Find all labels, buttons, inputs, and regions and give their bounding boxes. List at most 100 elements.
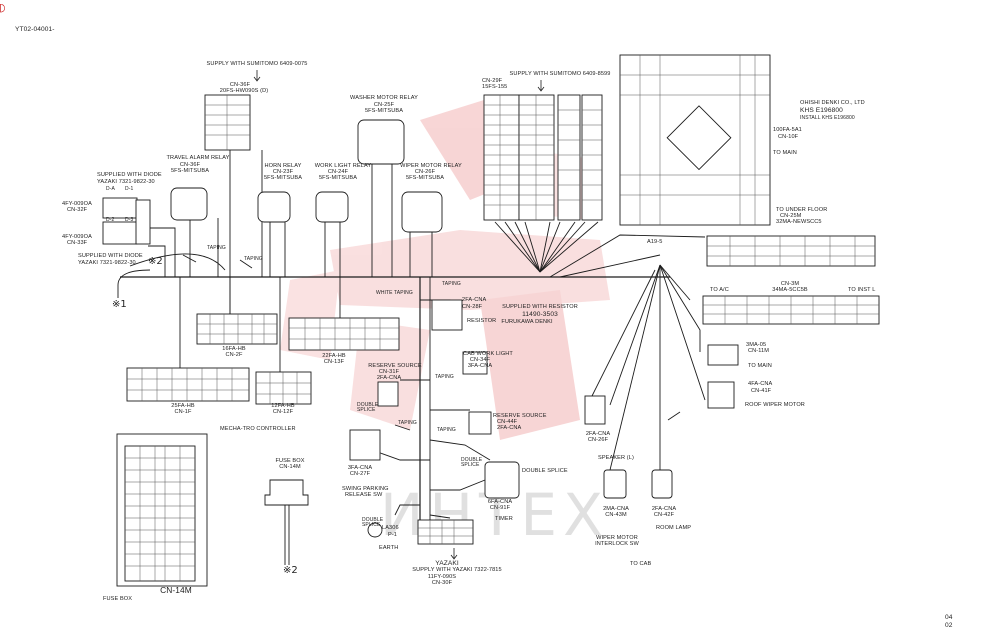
install-label: INSTALL KHS E196800 <box>800 115 855 121</box>
reference-mark-2b: ※2 <box>283 565 298 576</box>
double-splice-1: DOUBLE SPLICE <box>357 402 379 413</box>
p1-label: P-1 <box>388 532 398 538</box>
cn25m-label: CN-25M <box>780 213 802 219</box>
roof-wiper-label: ROOF WIPER MOTOR <box>745 402 805 408</box>
document-code: YT02-04001- <box>15 26 55 33</box>
diode-d-2: D-2 <box>106 217 115 223</box>
speaker-label: SPEAKER (L) <box>598 455 634 461</box>
resistor-label: RESISTOR <box>467 318 497 324</box>
cn11m-type: 3MA-05 <box>746 342 767 348</box>
cn3m-label: CN-3M <box>780 281 800 287</box>
ohishi-label: OHISHI DENKI CO., LTD <box>800 100 865 106</box>
cn25f-type: 5FS-MITSUBA <box>364 108 404 114</box>
cn14m-small-label: CN-14M <box>279 464 301 470</box>
cn13f-type: 22FA-HB <box>322 353 346 359</box>
cn14m-big-label: CN-14M <box>160 585 192 595</box>
reserve-source-1: RESERVE SOURCE <box>368 363 422 369</box>
cn34f-type: 3FA-CNA <box>467 363 493 369</box>
cn30f-type: 11FY-090S <box>427 574 457 580</box>
double-splice-4: DOUBLE SPLICE <box>362 517 384 528</box>
reserve-source-2: RESERVE SOURCE <box>493 413 547 419</box>
taping-label-4: TAPING <box>435 374 454 380</box>
furukawa-label: FURUKAWA DENKI <box>501 319 553 325</box>
cn41f-type: 4FA-CNA <box>748 381 773 387</box>
taping-label-5: TAPING <box>398 420 417 426</box>
cn11m-label: CN-11M <box>748 348 770 354</box>
to-cab-label: TO CAB <box>630 561 652 567</box>
cn44f-label: CN-44F <box>497 419 518 425</box>
cn12f-label: CN-12F <box>272 409 294 415</box>
double-splice-3: DOUBLE SPLICE <box>522 468 568 474</box>
to-main-1: TO MAIN <box>773 150 797 156</box>
cn23f-type: 5FS-MITSUBA <box>263 175 303 181</box>
white-taping-label: WHITE TAPING <box>376 290 413 296</box>
cn31f-type: 2FA-CNA <box>376 375 402 381</box>
cn36f-b-type: 5FS-MITSUBA <box>170 168 210 174</box>
cn32f-type: 4FY-009OA <box>62 201 92 207</box>
mecha-tro-label: MECHA-TRO CONTROLLER <box>220 426 296 432</box>
resistor-supply: SUPPLIED WITH RESISTOR <box>502 304 578 310</box>
diode-d-1: D-1 <box>125 186 134 192</box>
diode-d-a: D-A <box>106 186 115 192</box>
to-inst-label: TO INST L <box>848 287 876 293</box>
double-splice-2: DOUBLE SPLICE <box>461 457 483 468</box>
room-lamp-label: ROOM LAMP <box>656 525 692 531</box>
work-relay-label: WORK LIGHT RELAY <box>314 163 372 169</box>
cn30f-label: CN-30F <box>431 580 453 586</box>
page-sub: 02 <box>945 622 953 629</box>
cn29f-label: CN-29F <box>482 78 503 84</box>
khs-label: KHS E196800 <box>800 107 843 114</box>
cn25f-label: CN-25F <box>373 102 395 108</box>
cn28f-type: 2FA-CNA <box>462 297 487 303</box>
cn2f-type: 16FA-HB <box>222 346 246 352</box>
wiper-interlock-sw-label: INTERLOCK SW <box>595 541 639 547</box>
cn91f-type: 6FA-CNA <box>487 499 513 505</box>
timer-label: TIMER <box>495 516 513 522</box>
cn27f-type: 3FA-CNA <box>347 465 373 471</box>
red-logo-icon: ◐ <box>0 1 6 14</box>
taping-label-6: TAPING <box>437 427 456 433</box>
swing-release-label: RELEASE SW <box>345 492 383 498</box>
cn24f-type: 5FS-MITSUBA <box>318 175 358 181</box>
down-arrow-icon <box>253 70 545 560</box>
cn44f-type: 2FA-CNA <box>497 425 522 431</box>
to-ac-label: TO A/C <box>710 287 729 293</box>
horn-relay-label: HORN RELAY <box>264 163 302 169</box>
diode-supply2-type: YAZAKI 7321-9822-30 <box>78 260 136 266</box>
reference-mark-1: ※1 <box>112 299 127 310</box>
taping-label-1: TAPING <box>207 245 226 251</box>
taping-label-3: TAPING <box>442 281 461 287</box>
cn91f-label: CN-91F <box>489 505 511 511</box>
to-main-2: TO MAIN <box>748 363 772 369</box>
cn33f-type: 4FY-009OA <box>62 234 92 240</box>
cn31f-label: CN-31F <box>378 369 400 375</box>
cn36f-type: 20FS-HW090S (D) <box>219 88 269 94</box>
cn42f-type: 2FA-CNA <box>651 506 677 512</box>
yazaki-label: YAZAKI <box>435 560 459 567</box>
cn26f-b-label: CN-26F <box>587 437 609 443</box>
earth-label: EARTH <box>379 545 399 551</box>
fuse-box-cn14m-label: FUSE BOX <box>275 458 305 464</box>
cn36f-label: CN-36F <box>229 82 251 88</box>
a19-label: A19-5 <box>647 239 663 245</box>
cn29f-type: 15FS-155 <box>482 84 508 90</box>
page-number: 04 <box>945 614 953 621</box>
cn27f-label: CN-27F <box>349 471 371 477</box>
cn1f-type: 25FA-HB <box>171 403 195 409</box>
cn10f-label: CN-10F <box>778 134 799 140</box>
cn33f-label: CN-33F <box>67 240 88 246</box>
supply-sumitomo-1: SUPPLY WITH SUMITOMO 6409-0075 <box>206 61 308 67</box>
cab-light-label: CAB WORK LIGHT <box>463 351 513 357</box>
cn41f-label: CN-41F <box>751 388 772 394</box>
cn26f-b-type: 2FA-CNA <box>585 431 611 437</box>
to-under-floor: TO UNDER FLOOR <box>776 207 828 213</box>
cn23f-label: CN-23F <box>272 169 294 175</box>
reference-mark-2: ※2 <box>148 256 163 267</box>
supply-sumitomo-2: SUPPLY WITH SUMITOMO 6409-8599 <box>509 71 611 77</box>
washer-relay-label: WASHER MOTOR RELAY <box>350 95 418 101</box>
cn24f-label: CN-24F <box>327 169 349 175</box>
diode-supply-type: YAZAKI 7321-9822-30 <box>97 179 155 185</box>
cn26f-type: 5FS-MITSUBA <box>405 175 445 181</box>
cn43m-type: 2MA-CNA <box>603 506 629 512</box>
taping-label-2: TAPING <box>244 256 263 262</box>
